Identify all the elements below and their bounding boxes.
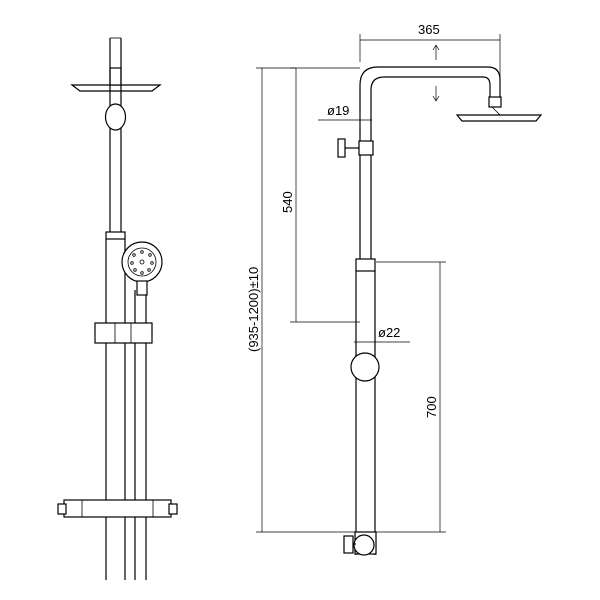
dim-365-label: 365 (418, 22, 440, 37)
side-shower-head (455, 114, 543, 122)
side-head-connector (488, 96, 502, 108)
front-hand-shower-nozzles (130, 250, 154, 275)
side-bottom-valve-handle (343, 535, 354, 554)
front-mixer-left-knob (57, 503, 67, 515)
front-pipe-ball (104, 103, 127, 131)
dimension-lines (256, 34, 501, 533)
front-mixer-body (63, 499, 172, 518)
front-slider-bracket (94, 322, 153, 344)
side-view (337, 66, 543, 556)
dim-diameter-22-label: ø22 (378, 325, 400, 340)
front-shower-head (70, 84, 162, 92)
front-head-connector (109, 67, 122, 86)
side-diverter-handle (337, 138, 346, 158)
side-diverter-body (358, 140, 374, 156)
dim-overall-height-label: (935-1200)±10 (246, 267, 261, 352)
dim-700-label: 700 (424, 396, 439, 418)
dim-diameter-19-label: ø19 (327, 103, 349, 118)
side-pipe-ball (350, 352, 380, 382)
front-sleeve (105, 231, 126, 240)
front-mixer-right-knob (168, 503, 178, 515)
dim-540-label: 540 (280, 191, 295, 213)
side-overhead-arm (359, 66, 501, 270)
side-sleeve (355, 258, 376, 272)
front-view (57, 37, 178, 580)
front-hand-shower-handle (136, 280, 148, 296)
